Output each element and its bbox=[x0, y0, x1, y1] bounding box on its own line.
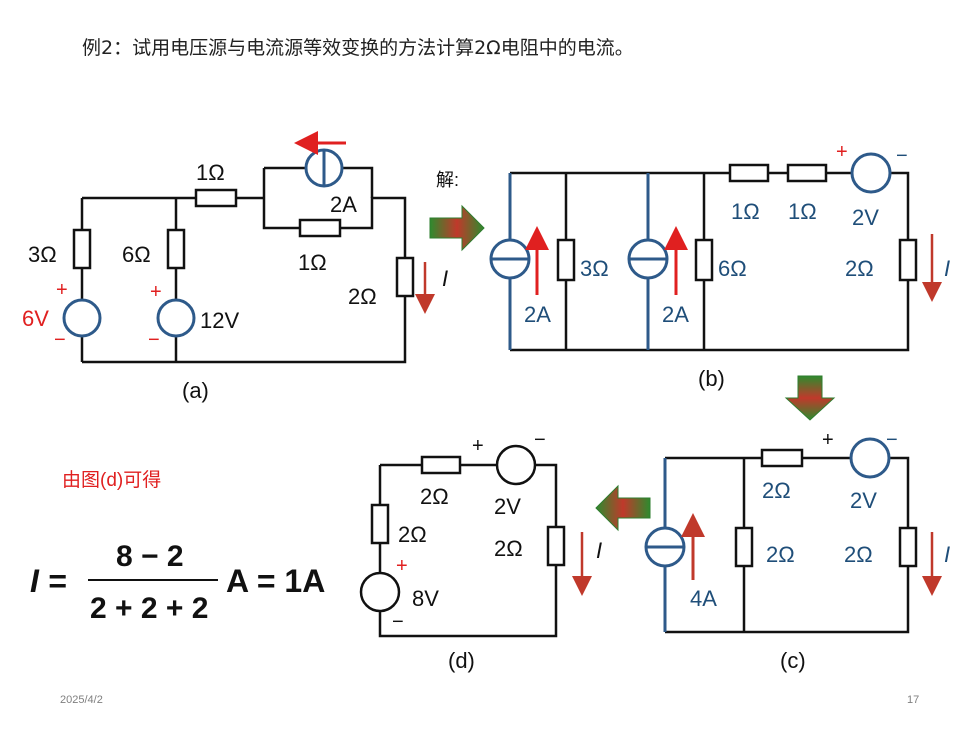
b-v: 2V bbox=[852, 205, 879, 230]
a-minus-left: − bbox=[54, 329, 66, 351]
d-minus-src: − bbox=[392, 611, 404, 633]
a-current: I bbox=[442, 266, 448, 291]
d-r-load: 2Ω bbox=[494, 536, 523, 561]
b-cs2: 2A bbox=[662, 302, 689, 327]
circuit-a-sources bbox=[62, 148, 344, 338]
b-current: I bbox=[944, 256, 950, 281]
circuit-c bbox=[665, 448, 918, 634]
a-v-left: 6V bbox=[22, 306, 49, 331]
eq-denominator: 2 + 2 + 2 bbox=[90, 592, 208, 625]
b-caption: (b) bbox=[698, 366, 725, 391]
d-plus-top: + bbox=[472, 435, 484, 457]
eq-numerator: 8 − 2 bbox=[116, 540, 184, 573]
b-minus: − bbox=[896, 145, 908, 167]
c-r-series: 2Ω bbox=[762, 478, 791, 503]
circuit-c-sources bbox=[644, 437, 891, 632]
a-plus-mid: + bbox=[150, 281, 162, 303]
circuit-b bbox=[510, 163, 918, 352]
b-cs1: 2A bbox=[524, 302, 551, 327]
d-r-left: 2Ω bbox=[398, 522, 427, 547]
d-v-src: 8V bbox=[412, 586, 439, 611]
a-r-mid: 6Ω bbox=[122, 242, 151, 267]
footer-date: 2025/4/2 bbox=[60, 694, 103, 706]
d-caption: (d) bbox=[448, 648, 475, 673]
solution-label: 解: bbox=[436, 170, 459, 190]
b-r2: 6Ω bbox=[718, 256, 747, 281]
circuit-a bbox=[72, 166, 415, 364]
eq-lhs: I = bbox=[30, 563, 66, 599]
circuit-d bbox=[359, 444, 566, 638]
transform-arrow-bc bbox=[784, 375, 836, 421]
d-v-top: 2V bbox=[494, 494, 521, 519]
a-v-mid: 12V bbox=[200, 308, 239, 333]
c-r-load: 2Ω bbox=[844, 542, 873, 567]
circuit-b-sources bbox=[489, 152, 892, 350]
c-current: I bbox=[944, 542, 950, 567]
c-plus: + bbox=[822, 429, 834, 451]
c-minus: − bbox=[886, 429, 898, 451]
b-r1: 3Ω bbox=[580, 256, 609, 281]
a-r-left: 3Ω bbox=[28, 242, 57, 267]
conclusion-label: 由图(d)可得 bbox=[62, 469, 161, 491]
a-cs-value: 2A bbox=[330, 192, 357, 217]
footer-page-number: 17 bbox=[907, 694, 920, 706]
b-r-load: 2Ω bbox=[845, 256, 874, 281]
a-r-load: 2Ω bbox=[348, 284, 377, 309]
c-cs: 4A bbox=[690, 586, 717, 611]
a-minus-mid: − bbox=[148, 329, 160, 351]
eq-result: A = 1A bbox=[226, 563, 325, 599]
d-minus-top: − bbox=[534, 429, 546, 451]
a-caption: (a) bbox=[182, 378, 209, 403]
b-plus: + bbox=[836, 141, 848, 163]
c-v: 2V bbox=[850, 488, 877, 513]
a-plus-left: + bbox=[56, 279, 68, 301]
a-r-parallel: 1Ω bbox=[298, 250, 327, 275]
b-r-s2: 1Ω bbox=[788, 199, 817, 224]
d-r-top: 2Ω bbox=[420, 484, 449, 509]
transform-arrow-ab bbox=[429, 204, 485, 252]
equation: I = 8 − 2 2 + 2 + 2 A = 1A bbox=[30, 540, 325, 625]
b-r-s1: 1Ω bbox=[731, 199, 760, 224]
problem-title: 例2：试用电压源与电流源等效变换的方法计算2Ω电阻中的电流。 bbox=[82, 37, 634, 59]
a-r-series: 1Ω bbox=[196, 160, 225, 185]
transform-arrow-cd bbox=[595, 484, 651, 532]
c-caption: (c) bbox=[780, 648, 806, 673]
c-r-par: 2Ω bbox=[766, 542, 795, 567]
d-plus-src: + bbox=[396, 555, 408, 577]
d-current: I bbox=[596, 538, 602, 563]
